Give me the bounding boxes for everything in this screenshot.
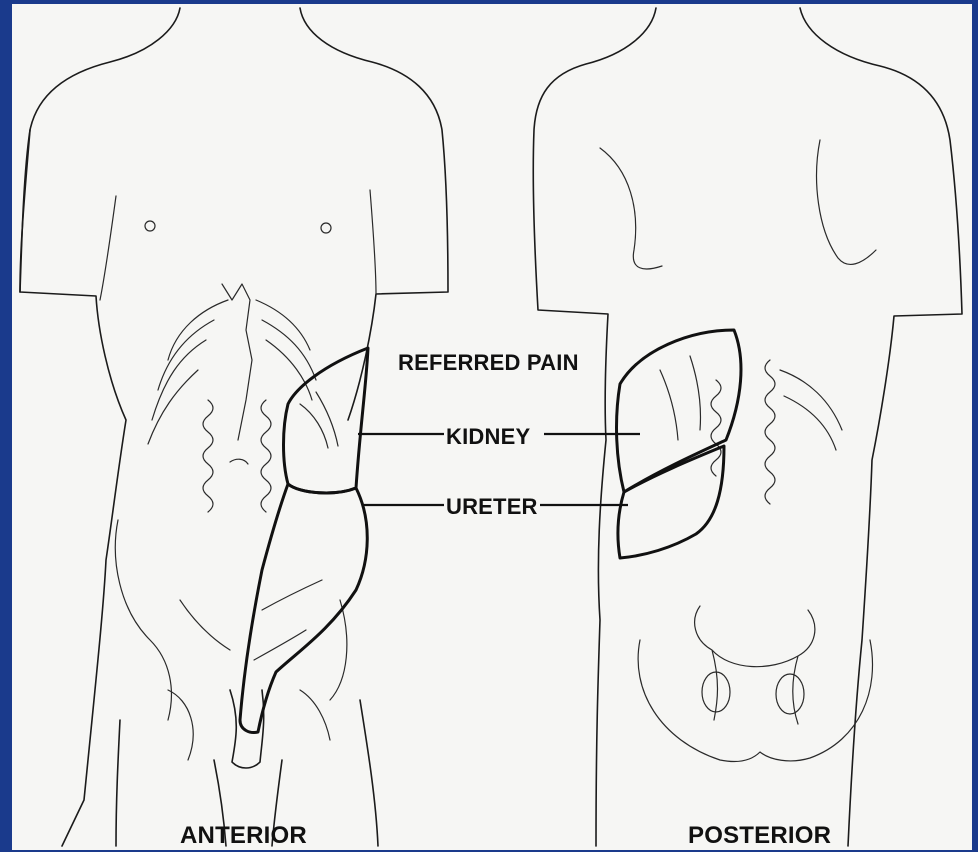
navel-icon bbox=[230, 459, 248, 464]
anterior-ureter-region bbox=[240, 484, 367, 733]
posterior-buttocks bbox=[638, 640, 872, 762]
posterior-body-outline bbox=[533, 8, 962, 846]
posterior-scapulae bbox=[600, 140, 876, 269]
ureter-label: URETER bbox=[446, 494, 538, 520]
anterior-ribs bbox=[148, 300, 316, 444]
anterior-label: ANTERIOR bbox=[180, 822, 307, 850]
posterior-kidney-detail bbox=[660, 356, 701, 440]
anterior-spine bbox=[203, 400, 271, 512]
anterior-figure bbox=[20, 8, 448, 846]
posterior-ureter-region bbox=[618, 446, 724, 558]
posterior-label: POSTERIOR bbox=[688, 822, 831, 850]
anterior-ureter-detail bbox=[254, 580, 322, 660]
anterior-kidney-detail bbox=[300, 392, 338, 448]
referred-pain-label: REFERRED PAIN bbox=[398, 350, 579, 376]
kidney-label: KIDNEY bbox=[446, 424, 530, 450]
anterior-body-outline bbox=[20, 8, 448, 846]
anterior-kidney-region bbox=[284, 348, 369, 493]
posterior-hip-right bbox=[776, 674, 804, 714]
posterior-pelvis bbox=[695, 606, 815, 724]
nipple-icon bbox=[145, 221, 155, 231]
anterior-chest-line bbox=[100, 190, 376, 300]
posterior-figure bbox=[533, 8, 962, 846]
nipple-icon bbox=[321, 223, 331, 233]
posterior-ribs bbox=[780, 370, 842, 450]
anterior-sternum bbox=[222, 284, 252, 440]
